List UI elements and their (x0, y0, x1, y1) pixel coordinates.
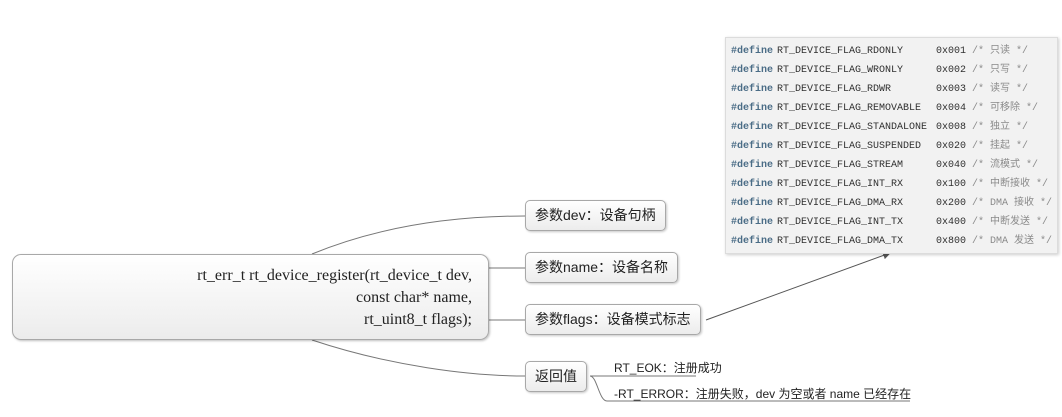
connector-return (311, 339, 526, 377)
return-ok-label: RT_EOK：注册成功 (614, 361, 722, 375)
define-keyword: #define (731, 65, 774, 76)
flag-value: 0x008 (936, 122, 967, 133)
connector-flags-arrow (705, 251, 891, 321)
flag-name: RT_DEVICE_FLAG_WRONLY (777, 65, 904, 76)
flag-value: 0x400 (936, 217, 967, 228)
define-keyword: #define (731, 103, 774, 114)
flag-name: RT_DEVICE_FLAG_STREAM (777, 160, 904, 171)
param-name-node[interactable]: 参数name：设备名称 (525, 252, 679, 283)
flag-value: 0x003 (936, 84, 967, 95)
define-keyword: #define (731, 84, 774, 95)
flag-name: RT_DEVICE_FLAG_RDONLY (777, 46, 904, 57)
flag-comment: /* 只写 */ (972, 65, 1029, 76)
flag-comment: /* 读写 */ (972, 84, 1029, 95)
flag-name: RT_DEVICE_FLAG_SUSPENDED (777, 141, 922, 152)
define-keyword: #define (731, 141, 774, 152)
flag-comment: /* DMA 发送 */ (972, 236, 1053, 247)
return-error-label: -RT_ERROR：注册失败，dev 为空或者 name 已经存在 (614, 387, 912, 401)
param-flags-node[interactable]: 参数flags：设备模式标志 (525, 304, 701, 335)
define-keyword: #define (731, 46, 774, 57)
flag-name: RT_DEVICE_FLAG_DMA_TX (777, 236, 904, 247)
flag-name: RT_DEVICE_FLAG_RDWR (777, 84, 892, 95)
flag-value: 0x100 (936, 179, 967, 190)
signature-line-1: rt_err_t rt_device_register(rt_device_t … (197, 267, 472, 284)
define-keyword: #define (731, 160, 774, 171)
flag-value: 0x002 (936, 65, 967, 76)
define-keyword: #define (731, 217, 774, 228)
define-keyword: #define (731, 122, 774, 133)
flag-value: 0x800 (936, 236, 967, 247)
flag-comment: /* 流模式 */ (972, 160, 1039, 171)
define-keyword: #define (731, 198, 774, 209)
connector-return-error (589, 375, 910, 402)
flag-comment: /* DMA 接收 */ (972, 198, 1053, 209)
define-keyword: #define (731, 236, 774, 247)
connector-dev (311, 215, 526, 255)
function-signature-node[interactable]: rt_err_t rt_device_register(rt_device_t … (12, 254, 489, 340)
flag-comment: /* 中断发送 */ (972, 217, 1049, 228)
flag-comment: /* 只读 */ (972, 46, 1029, 57)
signature-line-2: const char* name, (356, 289, 472, 306)
flag-comment: /* 独立 */ (972, 122, 1029, 133)
flag-comment: /* 可移除 */ (972, 103, 1039, 114)
flag-value: 0x200 (936, 198, 967, 209)
flag-value: 0x040 (936, 160, 967, 171)
param-dev-node[interactable]: 参数dev：设备句柄 (525, 200, 666, 231)
define-keyword: #define (731, 179, 774, 190)
flag-name: RT_DEVICE_FLAG_INT_TX (777, 217, 904, 228)
flag-name: RT_DEVICE_FLAG_STANDALONE (777, 122, 928, 133)
flag-comment: /* 挂起 */ (972, 141, 1029, 152)
flag-name: RT_DEVICE_FLAG_REMOVABLE (777, 103, 922, 114)
flag-value: 0x004 (936, 103, 967, 114)
flag-comment: /* 中断接收 */ (972, 179, 1049, 190)
flag-value: 0x001 (936, 46, 967, 57)
signature-line-3: rt_uint8_t flags); (364, 311, 472, 328)
return-value-node[interactable]: 返回值 (525, 361, 587, 392)
flag-name: RT_DEVICE_FLAG_DMA_RX (777, 198, 904, 209)
flag-name: RT_DEVICE_FLAG_INT_RX (777, 179, 904, 190)
flag-value: 0x020 (936, 141, 967, 152)
